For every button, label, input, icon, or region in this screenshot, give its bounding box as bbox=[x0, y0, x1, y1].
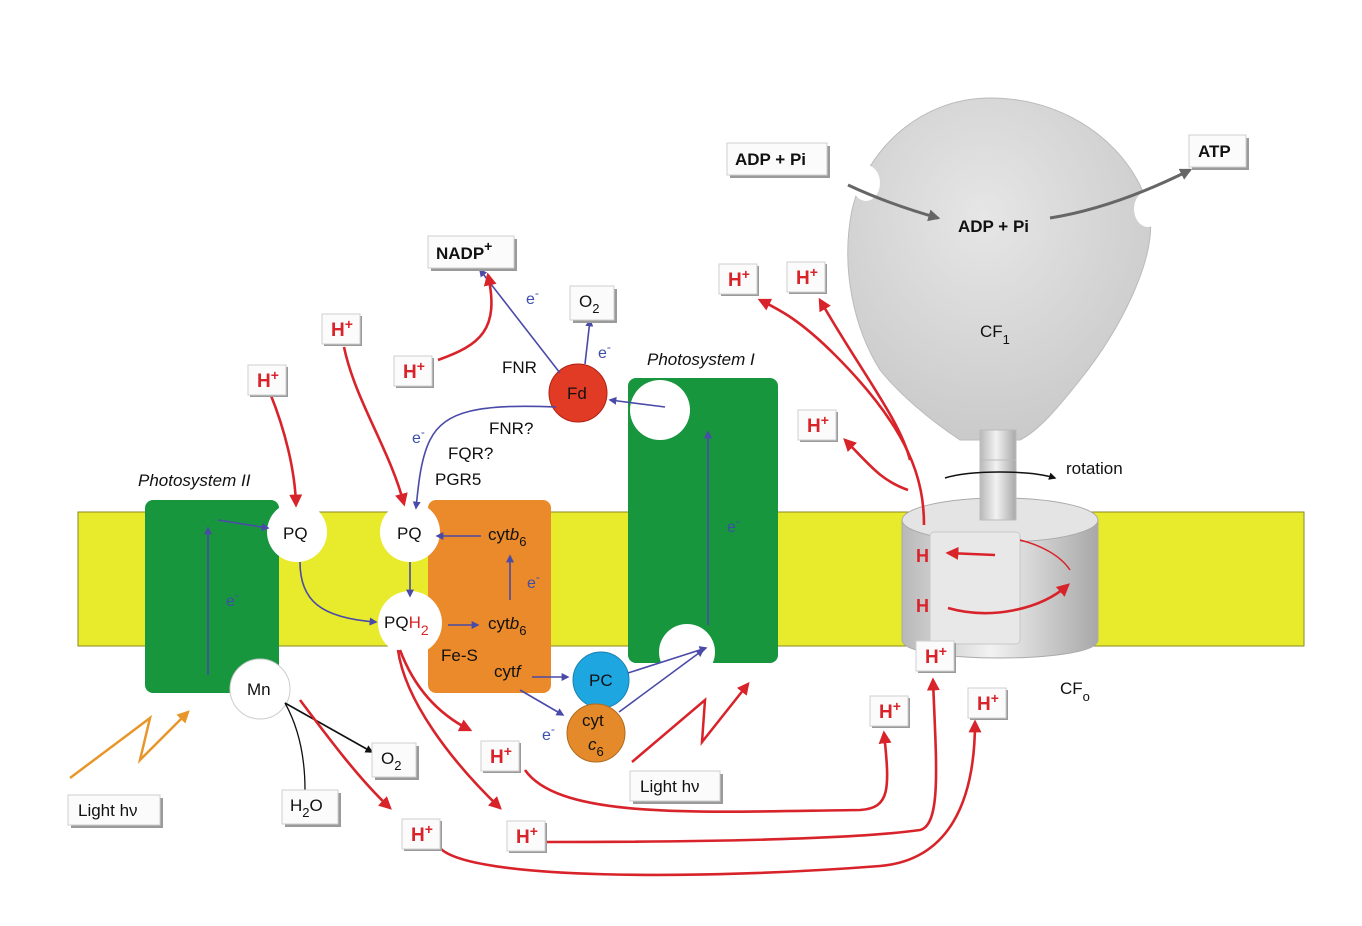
fnr-question-label: FNR? bbox=[489, 419, 533, 438]
svg-text:Light hν: Light hν bbox=[640, 777, 700, 796]
cyt-c6 bbox=[566, 703, 626, 763]
svg-text:H+: H+ bbox=[490, 743, 512, 768]
electron-arrows bbox=[204, 268, 712, 716]
h-plus-box-1: H+ bbox=[247, 364, 289, 398]
mn-cluster bbox=[229, 658, 291, 720]
cytochrome-b6f bbox=[428, 500, 551, 693]
fes-label: Fe-S bbox=[441, 646, 478, 665]
pq-label-1: PQ bbox=[283, 524, 308, 543]
nadp-box: NADP+ bbox=[427, 235, 517, 271]
h2o-box: H2O bbox=[281, 789, 341, 827]
h-plus-box-8: H+ bbox=[869, 695, 911, 729]
light-bolt-mid bbox=[631, 682, 750, 763]
e-label-ps1: e- bbox=[727, 514, 740, 536]
atp-box: ATP bbox=[1188, 134, 1249, 170]
e-label-cytb6: e- bbox=[527, 570, 540, 592]
svg-text:H2O: H2O bbox=[290, 796, 323, 820]
cfo-h-upper: H bbox=[916, 546, 929, 566]
proton-arrows bbox=[268, 272, 1071, 877]
svg-text:H+: H+ bbox=[403, 358, 425, 383]
pq-site-2 bbox=[380, 502, 440, 562]
rotation-label: rotation bbox=[1066, 459, 1123, 478]
fd-label: Fd bbox=[567, 384, 587, 403]
mn-label: Mn bbox=[247, 680, 271, 699]
pq-label-2: PQ bbox=[397, 524, 422, 543]
adp-pi-bound: ADP + Pi bbox=[958, 217, 1029, 236]
h-plus-box-12: H+ bbox=[506, 820, 548, 854]
h-plus-box-3: H+ bbox=[393, 355, 435, 389]
svg-text:H+: H+ bbox=[807, 412, 829, 437]
e-label-cyclic: e- bbox=[412, 425, 425, 447]
cytb6-top-label: cytb6 bbox=[488, 525, 526, 549]
o2-box-bottom: O2 bbox=[371, 742, 419, 780]
pq-site-1 bbox=[267, 502, 327, 562]
fqr-question-label: FQR? bbox=[448, 444, 493, 463]
light-label-left: Light hν bbox=[67, 794, 163, 828]
pqh2-label: PQH2 bbox=[384, 613, 429, 638]
cyt-c6-label-a: cyt bbox=[582, 711, 604, 730]
svg-text:ATP: ATP bbox=[1198, 142, 1231, 161]
svg-text:H+: H+ bbox=[516, 823, 538, 848]
pgr5-label: PGR5 bbox=[435, 470, 481, 489]
light-label-mid: Light hν bbox=[629, 770, 723, 804]
cyt-c6-label-b: c6 bbox=[588, 735, 604, 759]
svg-text:H+: H+ bbox=[257, 367, 279, 392]
svg-text:H+: H+ bbox=[879, 698, 901, 723]
svg-text:O2: O2 bbox=[381, 749, 401, 773]
h-plus-box-5: H+ bbox=[786, 261, 828, 295]
e-label-c6: e- bbox=[542, 722, 555, 744]
atp-synthase bbox=[847, 97, 1162, 659]
e-label-ps2: e- bbox=[226, 588, 239, 610]
h-plus-box-10: H+ bbox=[480, 740, 522, 774]
svg-text:ADP + Pi: ADP + Pi bbox=[735, 150, 806, 169]
h-plus-box-4: H+ bbox=[718, 263, 760, 297]
o2-box-top: O2 bbox=[569, 285, 617, 323]
h-plus-box-6: H+ bbox=[797, 409, 839, 443]
cfo-h-lower: H bbox=[916, 596, 929, 616]
svg-text:H+: H+ bbox=[728, 266, 750, 291]
cytb6-bottom-label: cytb6 bbox=[488, 614, 526, 638]
ps1-title: Photosystem I bbox=[647, 350, 755, 369]
cfo-label: CFo bbox=[1060, 679, 1090, 704]
e-label-nadp: e- bbox=[526, 286, 539, 308]
svg-text:H+: H+ bbox=[977, 690, 999, 715]
ps2-title: Photosystem II bbox=[138, 471, 251, 490]
cf1-head bbox=[847, 97, 1152, 441]
svg-text:NADP+: NADP+ bbox=[436, 238, 492, 263]
pc-label: PC bbox=[589, 671, 613, 690]
fnr-label: FNR bbox=[502, 358, 537, 377]
svg-text:H+: H+ bbox=[796, 264, 818, 289]
svg-text:H+: H+ bbox=[925, 643, 947, 668]
e-label-o2: e- bbox=[598, 340, 611, 362]
h-plus-box-7: H+ bbox=[915, 640, 957, 674]
svg-text:O2: O2 bbox=[579, 292, 599, 316]
cfo-channel bbox=[929, 531, 1021, 645]
light-bolt-left bbox=[69, 710, 190, 779]
pqh2-site bbox=[378, 591, 442, 655]
adp-pi-box: ADP + Pi bbox=[726, 142, 830, 178]
svg-text:H+: H+ bbox=[331, 316, 353, 341]
ps1-donor-site bbox=[659, 624, 715, 680]
fd-ferredoxin bbox=[548, 363, 608, 423]
ps1-acceptor-site bbox=[630, 380, 690, 440]
svg-text:Light hν: Light hν bbox=[78, 801, 138, 820]
h-plus-box-9: H+ bbox=[967, 687, 1009, 721]
cf1-label: CF1 bbox=[980, 322, 1010, 347]
cytf-label: cytf bbox=[494, 662, 523, 681]
h-plus-box-2: H+ bbox=[321, 313, 363, 347]
photosystem-i bbox=[628, 378, 778, 663]
h-plus-box-11: H+ bbox=[401, 818, 443, 852]
svg-text:H+: H+ bbox=[411, 821, 433, 846]
photosystem-ii bbox=[145, 500, 279, 693]
